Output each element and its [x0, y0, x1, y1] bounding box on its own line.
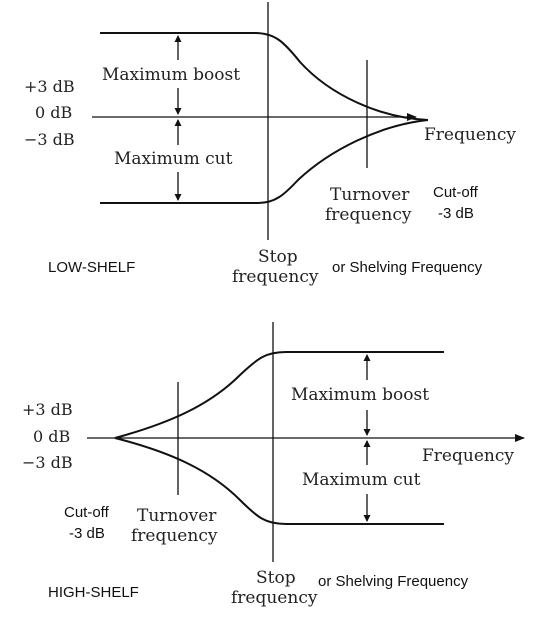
low-shelf-max-boost-label: Maximum boost — [102, 65, 240, 85]
low-shelf-stop-frequency-label: frequency — [232, 267, 319, 287]
low-shelf-minus3db-label: −3 dB — [24, 130, 75, 149]
low-shelf-cutoff-label: Cut-off — [433, 184, 479, 201]
high-shelf-stop-frequency-label: frequency — [231, 588, 318, 608]
high-shelf-cutoff-db-label: -3 dB — [69, 525, 105, 542]
low-shelf-diagram: +3 dB 0 dB −3 dB Maximum boost Maximum c… — [24, 2, 516, 287]
high-shelf-frequency-label: Frequency — [422, 446, 514, 466]
low-shelf-stop-label: Stop — [258, 247, 298, 267]
low-shelf-title: LOW-SHELF — [48, 259, 135, 276]
low-shelf-frequency-label: Frequency — [424, 125, 516, 145]
low-shelf-turnover-label: Turnover — [330, 185, 410, 205]
high-shelf-stop-label: Stop — [256, 568, 296, 588]
high-shelf-diagram: +3 dB 0 dB −3 dB Maximum boost Maximum c… — [22, 322, 525, 608]
low-shelf-boost-curve — [100, 32, 429, 121]
low-shelf-cutoff-db-label: -3 dB — [438, 205, 474, 222]
low-shelf-0db-label: 0 dB — [35, 103, 72, 122]
high-shelf-cut-curve — [114, 437, 444, 525]
high-shelf-minus3db-label: −3 dB — [22, 453, 73, 472]
low-shelf-cut-curve — [100, 119, 429, 204]
high-shelf-cutoff-label: Cut-off — [64, 504, 110, 521]
low-shelf-shelving-label: or Shelving Frequency — [332, 259, 483, 276]
high-shelf-turnover-label: Turnover — [137, 506, 217, 526]
high-shelf-max-cut-label: Maximum cut — [302, 470, 421, 490]
low-shelf-plus3db-label: +3 dB — [24, 77, 75, 96]
high-shelf-0db-label: 0 dB — [33, 427, 70, 446]
high-shelf-plus3db-label: +3 dB — [22, 400, 73, 419]
high-shelf-title: HIGH-SHELF — [48, 584, 139, 601]
high-shelf-boost-curve — [114, 351, 444, 439]
high-shelf-turnover-frequency-label: frequency — [131, 526, 218, 546]
low-shelf-turnover-frequency-label: frequency — [325, 205, 412, 225]
high-shelf-max-boost-label: Maximum boost — [291, 385, 429, 405]
low-shelf-max-cut-label: Maximum cut — [114, 149, 233, 169]
high-shelf-shelving-label: or Shelving Frequency — [318, 573, 469, 590]
